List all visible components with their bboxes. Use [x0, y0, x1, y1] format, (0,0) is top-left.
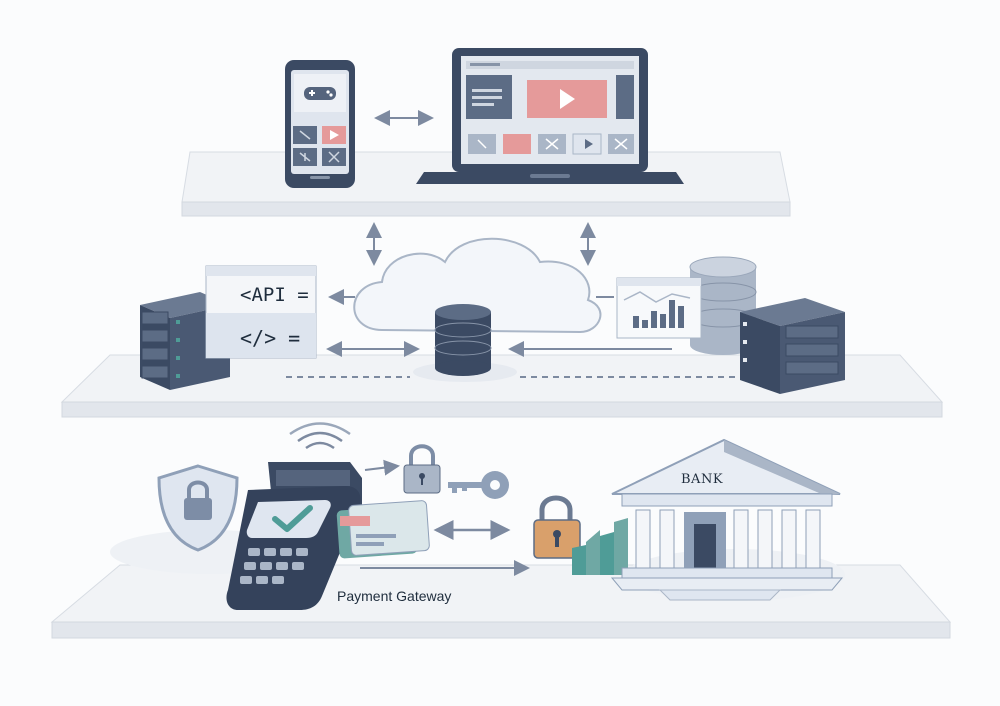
server-rack-icon-right [740, 298, 845, 394]
api-label: <API = [240, 284, 309, 306]
laptop-icon [416, 48, 684, 184]
gamepad-icon [304, 87, 336, 100]
secure-padlock-icon [533, 495, 581, 559]
code-label: </> = [240, 326, 301, 350]
credit-card-icon [336, 500, 430, 559]
cloud-icon [353, 237, 602, 334]
play-icon [560, 89, 575, 109]
wifi-icon [289, 422, 351, 450]
bank-building-icon [610, 438, 845, 601]
terminal-lock-link [364, 459, 400, 476]
transaction-volume-icon [572, 518, 628, 575]
key-icon [448, 471, 509, 499]
padlock-icon [403, 444, 441, 494]
bank-label: BANK [681, 472, 724, 487]
database-icon [413, 304, 517, 382]
payment-terminal-icon [226, 462, 362, 610]
analytics-chart-icon [616, 277, 702, 339]
api-window-icon [205, 265, 317, 359]
smartphone-icon [285, 60, 355, 188]
payment-gateway-label: Payment Gateway [337, 588, 452, 604]
checkmark-icon [272, 505, 313, 532]
